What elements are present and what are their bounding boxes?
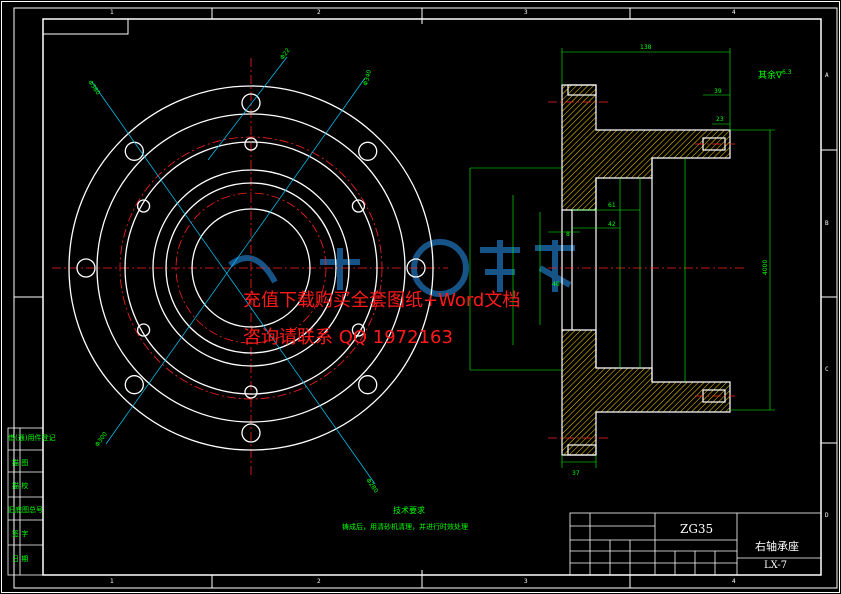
part-name-label: 右轴承座 bbox=[755, 540, 799, 553]
section-dim-labels: 138 39 23 61 42 40 37 4000 8 bbox=[552, 44, 769, 477]
roughness-value: 6.3 bbox=[782, 69, 792, 76]
zone-right-c: C bbox=[825, 366, 829, 373]
section-outlines bbox=[561, 84, 726, 456]
front-view: Φ380 Φ22 Φ340 Φ300 Φ280 bbox=[52, 47, 448, 495]
section-view: 138 39 23 61 42 40 37 4000 8 bbox=[469, 44, 775, 477]
dim-d4: 42 bbox=[608, 221, 616, 228]
watermark-logo bbox=[228, 239, 575, 297]
roughness-symbol-icon: ∇ bbox=[776, 71, 783, 81]
side-label-trace: 描 图 bbox=[12, 459, 29, 467]
outer-bolt-hole bbox=[358, 141, 378, 161]
section-dimension-lines bbox=[469, 48, 775, 468]
roughness-note-label: 其余 bbox=[758, 71, 777, 81]
inner-bolt-hole bbox=[351, 199, 366, 213]
dim-d2: 23 bbox=[716, 116, 724, 123]
section-centerlines bbox=[548, 101, 745, 439]
drawing-number-label: LX-7 bbox=[764, 560, 788, 571]
zone-bottom-1: 1 bbox=[110, 578, 114, 585]
dim-overall-width: 138 bbox=[640, 44, 652, 51]
inner-bolt-holes bbox=[136, 137, 366, 399]
outer-bolt-hole bbox=[124, 375, 144, 395]
zone-right-d: D bbox=[825, 512, 829, 519]
zone-top-1: 1 bbox=[110, 9, 114, 16]
side-label-old-number: 旧底图总号 bbox=[8, 506, 43, 514]
zone-bottom-4: 4 bbox=[732, 578, 736, 585]
material-label: ZG35 bbox=[680, 522, 714, 536]
front-leaders bbox=[91, 56, 376, 485]
zone-right-a: A bbox=[825, 72, 829, 79]
zone-top-2: 2 bbox=[317, 9, 321, 16]
dim-d5: 40 bbox=[552, 281, 560, 288]
watermark-line-1: 充值下载购买全套图纸+Word文档 bbox=[243, 290, 521, 311]
front-centerlines bbox=[52, 58, 448, 478]
outer-bolt-hole bbox=[76, 258, 96, 278]
inner-bolt-hole bbox=[244, 137, 258, 151]
dim-d1: 39 bbox=[714, 88, 722, 95]
zone-top-3: 3 bbox=[524, 9, 528, 16]
svg-text:Φ340: Φ340 bbox=[362, 69, 373, 87]
svg-text:Φ380: Φ380 bbox=[86, 79, 101, 96]
side-label-signature: 签 字 bbox=[12, 530, 29, 538]
roughness-note: 其余∇6.3 bbox=[758, 68, 792, 81]
zone-bottom-3: 3 bbox=[524, 578, 528, 585]
side-label-trace-check: 描 校 bbox=[12, 482, 29, 490]
outer-bolt-hole bbox=[406, 258, 426, 278]
outer-bolt-hole bbox=[358, 375, 378, 395]
svg-text:Φ280: Φ280 bbox=[364, 477, 379, 494]
front-outlines bbox=[68, 85, 434, 451]
outer-bolt-holes bbox=[76, 93, 426, 443]
section-hatch bbox=[561, 84, 731, 456]
inner-bolt-hole bbox=[136, 199, 151, 213]
side-label-reuse: 借(通)用件登记 bbox=[8, 434, 56, 442]
zone-right-b: B bbox=[825, 220, 829, 227]
dim-d6: 8 bbox=[566, 231, 570, 238]
side-label-date: 日 期 bbox=[12, 555, 29, 563]
dim-bottom: 37 bbox=[572, 470, 580, 477]
tech-req-text: 铸成后，用清砂机清理，并进行时效处理 bbox=[342, 523, 468, 531]
dim-height: 4000 bbox=[762, 260, 769, 275]
zone-top-4: 4 bbox=[732, 9, 736, 16]
inner-bolt-hole bbox=[351, 323, 366, 337]
outer-bolt-hole bbox=[241, 423, 261, 443]
zone-bottom-2: 2 bbox=[317, 578, 321, 585]
watermark-line-2: 咨询请联系 QQ 1972163 bbox=[243, 327, 453, 348]
inner-bolt-hole bbox=[136, 323, 151, 337]
tech-req-title: 技术要求 bbox=[393, 506, 425, 515]
inner-bolt-hole bbox=[244, 385, 258, 399]
outer-bolt-hole bbox=[241, 93, 261, 113]
side-table bbox=[7, 427, 44, 576]
svg-text:Φ300: Φ300 bbox=[94, 431, 109, 448]
svg-text:Φ22: Φ22 bbox=[279, 47, 292, 61]
title-block bbox=[569, 512, 822, 576]
dim-d3: 61 bbox=[608, 202, 616, 209]
